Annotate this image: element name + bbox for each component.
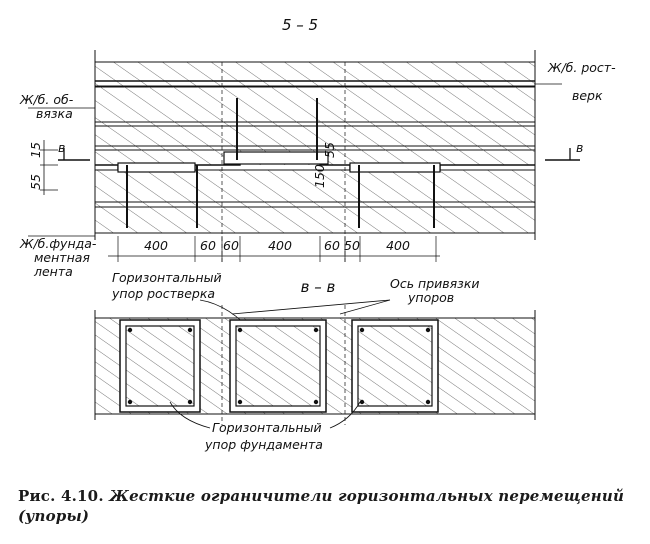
dim-60a: 60 xyxy=(200,238,216,253)
dim-v55b: 55 xyxy=(322,142,337,158)
caption-text: Жесткие ограничители горизонтальных пере… xyxy=(18,487,625,525)
section-5-5: в в xyxy=(58,50,583,262)
label-lenta-1: Ж/б.фунда- xyxy=(19,236,97,251)
caption-number: Рис. 4.10. xyxy=(18,487,104,505)
dim-50: 50 xyxy=(344,238,360,253)
dim-60c: 60 xyxy=(324,238,340,253)
label-upor-rostverka-2: упор ростверка xyxy=(111,286,215,301)
dim-400a: 400 xyxy=(144,238,168,253)
dim-v150: 150 xyxy=(312,164,327,188)
vertical-dimensions: 15 55 55 150 xyxy=(28,140,337,195)
label-rostverk-2: верк xyxy=(572,88,603,103)
dim-60b: 60 xyxy=(223,238,239,253)
label-lenta-3: лента xyxy=(33,264,73,279)
horizontal-dimensions: 400 60 60 400 60 50 400 xyxy=(108,236,440,262)
label-lenta-2: ментная xyxy=(34,250,90,265)
dim-400c: 400 xyxy=(386,238,410,253)
label-obvyazka-2: вязка xyxy=(36,106,73,121)
dim-v15: 15 xyxy=(28,142,43,158)
cut-mark-left: в xyxy=(58,140,65,155)
dim-400b: 400 xyxy=(268,238,292,253)
label-upor-fundamenta-2: упор фундамента xyxy=(204,437,323,452)
label-upor-rostverka-1: Горизонтальный xyxy=(112,270,222,285)
cut-mark-right: в xyxy=(576,140,583,155)
figure-caption: Рис. 4.10. Жесткие ограничители горизонт… xyxy=(18,486,643,526)
label-upor-fundamenta-1: Горизонтальный xyxy=(212,420,322,435)
dim-v55: 55 xyxy=(28,174,43,190)
label-obvyazka-1: Ж/б. об- xyxy=(19,92,74,107)
section-title-bottom: в – в xyxy=(301,278,336,296)
upor-rostverk-middle xyxy=(223,151,329,165)
section-title-top: 5 – 5 xyxy=(282,16,318,34)
rostverk-slab xyxy=(94,61,536,88)
label-rostverk-1: Ж/б. рост- xyxy=(547,60,616,75)
structural-drawing: 5 – 5 в xyxy=(19,16,616,452)
section-v-v xyxy=(94,305,536,425)
upor-foundation-left xyxy=(117,162,196,173)
upor-foundation-right xyxy=(349,162,441,173)
label-os-privyazki-1: Ось привязки xyxy=(390,276,480,291)
label-os-privyazki-2: упоров xyxy=(407,290,454,305)
